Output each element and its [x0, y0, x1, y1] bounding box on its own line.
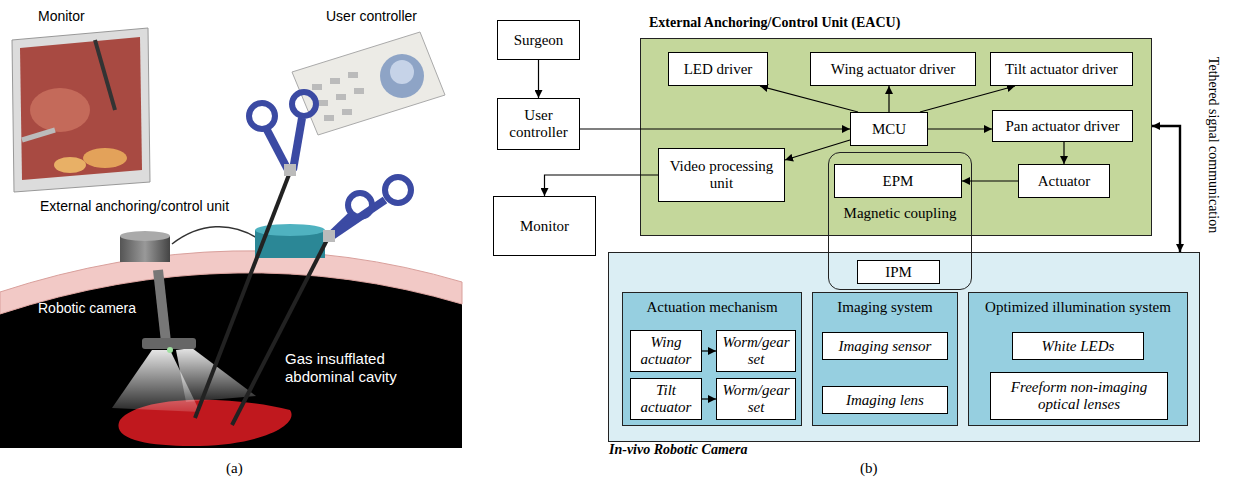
controller-body [292, 32, 445, 135]
button [324, 115, 334, 121]
box-text: IPM [885, 264, 912, 281]
text-label: Robotic camera [38, 300, 136, 316]
box-text: Tilt actuator [635, 382, 697, 416]
box-text: Video processing unit [663, 158, 780, 192]
process-box: Monitor [493, 196, 596, 256]
box-text: Monitor [520, 218, 569, 235]
process-box: Worm/gear set [716, 378, 796, 420]
connector [1152, 126, 1180, 252]
fat [83, 148, 127, 168]
text-label: Monitor [38, 8, 85, 24]
text-label: (b) [860, 460, 878, 477]
process-box: LED driver [668, 52, 768, 86]
button [312, 84, 322, 90]
camera-arm [158, 270, 166, 342]
text-label: External anchoring/control unit [40, 198, 229, 214]
heading: External Anchoring/Control Unit (EACU) [649, 15, 900, 31]
box-text: Actuator [1038, 173, 1090, 190]
process-box: Imaging lens [822, 386, 948, 414]
box-text: Wing actuator [635, 334, 697, 368]
light-cone [176, 348, 256, 402]
heading: Optimized illumination system [969, 299, 1187, 316]
button [330, 78, 340, 84]
handle-ring [348, 193, 372, 217]
heading: Magnetic coupling [829, 205, 971, 222]
box-text: Wing actuator driver [831, 61, 955, 78]
process-box: Actuator [1018, 164, 1110, 198]
process-box: Imaging sensor [822, 332, 948, 360]
controller-picture [292, 32, 445, 135]
process-box: Pan actuator driver [992, 110, 1133, 142]
text-label: (a) [226, 460, 243, 477]
camera-lens [167, 347, 173, 353]
box-text: Tilt actuator driver [1005, 61, 1118, 78]
text-label: Gas insufflated abdominal cavity [285, 350, 410, 386]
button [354, 88, 364, 94]
process-box: Tilt actuator [630, 378, 702, 420]
instrument-handle [293, 118, 302, 170]
joystick-cap [390, 60, 414, 84]
process-box: Wing actuator [630, 330, 702, 372]
fat [54, 157, 86, 173]
group-panel: Optimized illumination systemWhite LEDsF… [968, 292, 1188, 426]
coupling-outline: Magnetic coupling EPM IPM [828, 152, 972, 290]
button [348, 72, 358, 78]
heading: Actuation mechanism [623, 299, 801, 316]
instrument-joint [323, 230, 335, 242]
screen-instrument [22, 130, 55, 140]
process-box: EPM [834, 164, 962, 198]
process-box: Worm/gear set [716, 330, 796, 372]
abdominal-cavity [0, 273, 462, 448]
process-box: Surgeon [497, 20, 580, 60]
group-panel: Actuation mechanismWing actuatorWorm/gea… [622, 292, 802, 426]
button [342, 109, 352, 115]
box-text: LED driver [684, 61, 753, 78]
process-box: Video processing unit [658, 148, 785, 202]
process-box: Freeform non-imaging optical lenses [990, 372, 1168, 420]
box-text: User controller [502, 107, 575, 141]
instrument-shaft [232, 238, 328, 425]
process-box: Tilt actuator driver [990, 52, 1133, 86]
instrument-handle [266, 128, 288, 170]
box-text: MCU [872, 121, 906, 138]
process-box: Wing actuator driver [810, 52, 976, 86]
heading: In-vivo Robotic Camera [609, 442, 747, 458]
process-box: IPM [857, 260, 940, 284]
box-text: White LEDs [1042, 338, 1115, 355]
box-text: Worm/gear set [721, 382, 791, 416]
screen-instrument [95, 40, 115, 110]
heading: Imaging system [813, 299, 957, 316]
box-text: EPM [883, 173, 914, 190]
handle-ring [292, 92, 316, 116]
edge-label: Tethered signal communication [1205, 57, 1221, 233]
process-box: User controller [497, 98, 580, 150]
joystick [380, 54, 424, 98]
monitor-picture [12, 28, 150, 192]
monitor-frame [12, 28, 150, 192]
tissue [30, 88, 90, 132]
button [318, 100, 328, 106]
handle-ring [249, 103, 275, 129]
external-unit-top [120, 231, 170, 241]
button [336, 94, 346, 100]
box-text: Surgeon [514, 32, 564, 49]
box-text: Worm/gear set [721, 334, 791, 368]
instrument-joint [284, 164, 296, 176]
cable [172, 227, 257, 244]
box-text: Freeform non-imaging optical lenses [995, 379, 1163, 413]
process-box: MCU [850, 112, 928, 146]
box-text: Pan actuator driver [1005, 118, 1119, 135]
box-text: Imaging sensor [839, 338, 932, 355]
box-text: Imaging lens [846, 392, 924, 409]
text-label: User controller [326, 8, 417, 24]
group-panel: Imaging systemImaging sensorImaging lens [812, 292, 958, 426]
connector [538, 60, 539, 98]
process-box: White LEDs [1012, 332, 1144, 360]
instrument [232, 177, 411, 425]
handle-ring [385, 177, 411, 203]
monitor-screen [20, 37, 142, 180]
